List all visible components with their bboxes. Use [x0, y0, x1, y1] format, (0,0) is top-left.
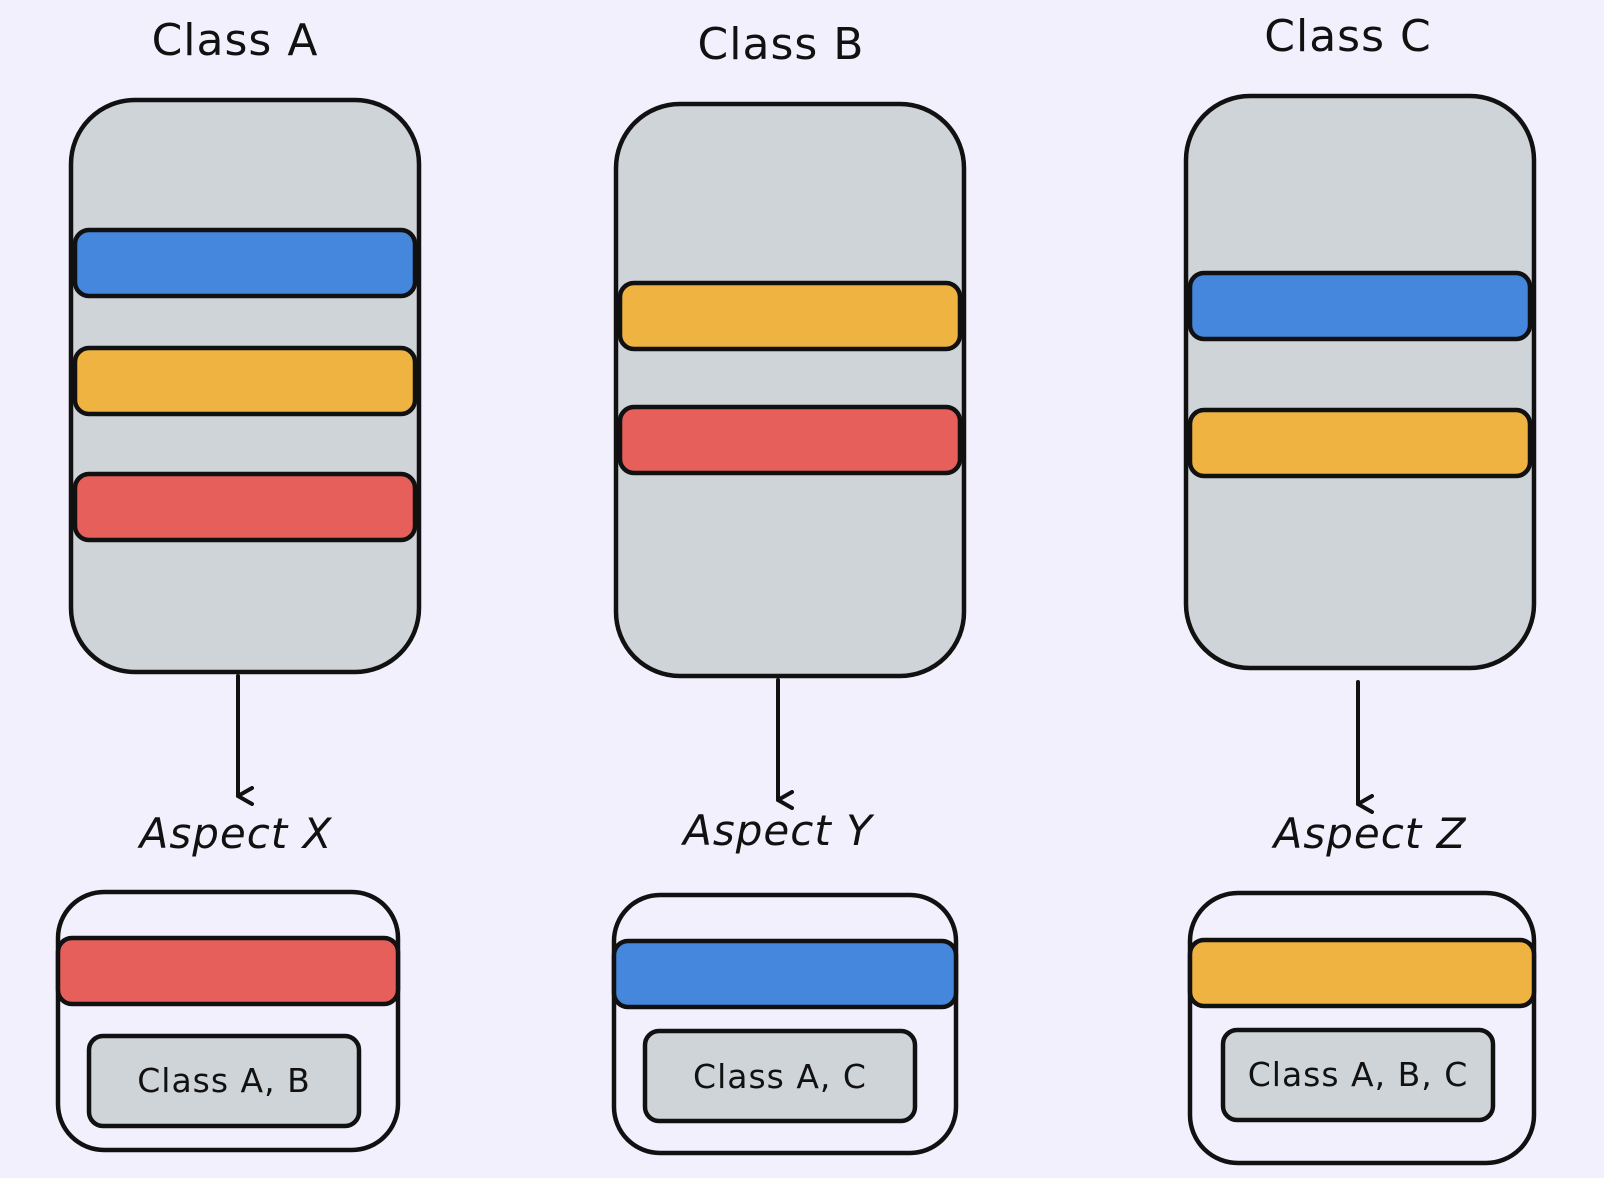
class-a-title: Class A [152, 15, 319, 66]
class-b-title: Class B [698, 19, 865, 70]
class-a-yellow-bar [72, 345, 418, 417]
aspect-x-applies-text: Class A, B [137, 1061, 311, 1100]
class-c-yellow-bar [1187, 407, 1533, 479]
class-a-group: Class A [68, 15, 422, 806]
aspect-z-applies-text: Class A, B, C [1248, 1055, 1469, 1094]
aspect-y-title: Aspect Y [680, 806, 875, 855]
class-b-group: Class B [613, 19, 967, 810]
class-a-red-bar [72, 471, 418, 543]
aspect-z-applies-box [1220, 1027, 1496, 1123]
class-c-title: Class C [1264, 11, 1431, 62]
aspect-z-title: Aspect Z [1271, 809, 1467, 858]
aspect-z-group: Aspect Z Class A, B, C [1187, 809, 1537, 1166]
class-a-blue-bar [72, 227, 418, 299]
aspect-y-blue-bar [611, 938, 959, 1010]
aspect-x-applies-box [86, 1033, 362, 1129]
class-b-red-bar [617, 404, 963, 476]
class-b-yellow-bar [617, 280, 963, 352]
aspect-y-applies-box [642, 1028, 918, 1124]
aspect-y-group: Aspect Y Class A, C [611, 806, 959, 1156]
class-c-blue-bar [1187, 270, 1533, 342]
aspect-x-group: Aspect X Class A, B [55, 809, 401, 1153]
aspect-y-applies-text: Class A, C [693, 1057, 867, 1096]
aspect-x-red-bar [55, 935, 401, 1007]
class-c-container [1183, 93, 1537, 671]
aspect-z-yellow-bar [1187, 937, 1537, 1009]
class-b-container [613, 101, 967, 679]
aspect-x-title: Aspect X [137, 809, 333, 858]
class-c-group: Class C [1183, 11, 1537, 814]
